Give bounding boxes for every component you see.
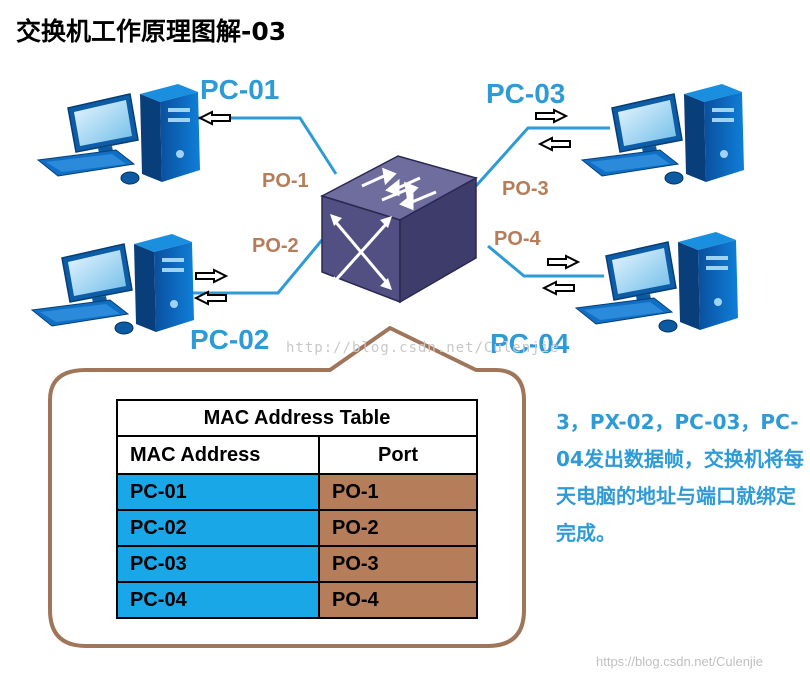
port-cell: PO-1 <box>318 473 478 511</box>
switch-icon <box>320 155 478 304</box>
mac-cell: PC-03 <box>116 545 320 583</box>
computer-pc1-icon <box>37 83 201 185</box>
link-pc2 <box>190 239 324 295</box>
pc2-label: PC-02 <box>190 324 270 355</box>
table-title: MAC Address Table <box>116 399 478 437</box>
column-header-mac: MAC Address <box>116 435 320 475</box>
computer-pc3-icon <box>581 83 745 185</box>
pc3-label: PC-03 <box>486 78 566 109</box>
explanation-note: 3，PX-02，PC-03，PC-04发出数据帧，交换机将每天电脑的地址与端口就… <box>556 410 804 545</box>
table-row: PC-01 PO-1 <box>116 473 478 511</box>
port-cell: PO-3 <box>318 545 478 583</box>
link-pc3 <box>474 126 610 188</box>
computer-pc4-icon <box>575 231 739 333</box>
arrow-right-icon <box>535 109 567 123</box>
table-row: PC-04 PO-4 <box>116 581 478 619</box>
link-pc4 <box>487 244 604 278</box>
port2-label: PO-2 <box>252 235 299 257</box>
watermark-corner: https://blog.csdn.net/Culenjie <box>596 654 763 669</box>
mac-cell: PC-01 <box>116 473 320 511</box>
arrow-right-icon <box>547 255 579 269</box>
arrow-left-icon <box>539 137 571 151</box>
arrow-right-icon <box>195 269 227 283</box>
port-cell: PO-2 <box>318 509 478 547</box>
page-title: 交换机工作原理图解-03 <box>16 17 287 46</box>
table-row: PC-03 PO-3 <box>116 545 478 583</box>
arrow-left-icon <box>543 281 575 295</box>
pc4-label: PC-04 <box>490 328 570 359</box>
link-pc1 <box>196 116 338 175</box>
port4-label: PO-4 <box>494 228 541 250</box>
pc1-label: PC-01 <box>200 74 280 105</box>
watermark-center: http://blog.csdn.net/Culenjie <box>286 340 560 356</box>
arrow-left-icon <box>199 111 231 125</box>
computer-pc2-icon <box>31 233 195 335</box>
port-cell: PO-4 <box>318 581 478 619</box>
port1-label: PO-1 <box>262 170 309 192</box>
table-row: PC-02 PO-2 <box>116 509 478 547</box>
mac-address-table: MAC Address Table MAC Address Port PC-01… <box>116 399 478 619</box>
mac-cell: PC-04 <box>116 581 320 619</box>
mac-cell: PC-02 <box>116 509 320 547</box>
port3-label: PO-3 <box>502 178 549 200</box>
column-header-port: Port <box>318 435 478 475</box>
mac-table-bubble <box>48 326 526 648</box>
